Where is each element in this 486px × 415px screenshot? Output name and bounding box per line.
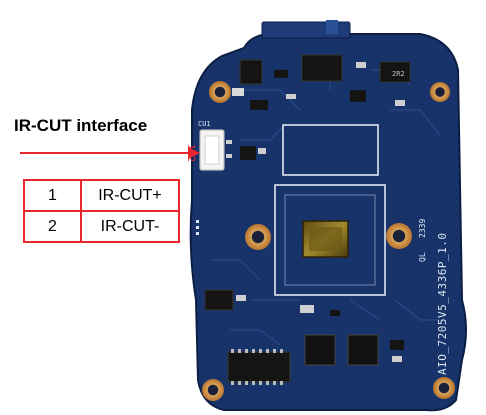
table-row: 2 IR-CUT- [23, 210, 180, 243]
image-sensor [302, 220, 349, 258]
lower-components [227, 305, 404, 385]
pin-assignment-table: 1 IR-CUT+ 2 IR-CUT- [23, 179, 180, 243]
pin-number-cell: 1 [23, 179, 82, 212]
mounting-pads [202, 81, 455, 401]
small-silk-mark: QL [418, 252, 427, 262]
ic-marking: 2R2 [392, 70, 405, 78]
inductor-left [304, 334, 336, 366]
pin-signal-cell: IR-CUT- [80, 210, 180, 243]
mount-pad-mid-right [386, 223, 412, 249]
lens-holder-outline [274, 124, 386, 296]
ic-pins [231, 349, 283, 385]
mount-pad-mid-left [245, 224, 271, 250]
inductor-right [347, 334, 379, 366]
pin-number-cell: 2 [23, 210, 82, 243]
mount-pad-bottom-right [433, 377, 455, 399]
mount-pad-top-left [209, 81, 231, 103]
mount-pad-top-right [430, 82, 450, 102]
upper-chips [232, 54, 411, 110]
mount-pad-bottom-left [202, 379, 224, 401]
ic-bottom [227, 351, 291, 383]
annotation-arrow [20, 147, 200, 159]
board-model-marking: AIO_7205V5_4336P_1.0 [436, 232, 449, 375]
ir-cut-interface-title: IR-CUT interface [14, 116, 148, 135]
table-row: 1 IR-CUT+ [23, 179, 180, 212]
pin-signal-cell: IR-CUT+ [80, 179, 180, 212]
connector-ref-marking: CU1 [198, 120, 211, 128]
ir-cut-connector [199, 129, 232, 171]
connector-pin-marking: 1 2 [185, 144, 196, 163]
date-code-marking: 2339 [418, 218, 427, 238]
side-components [196, 146, 266, 311]
